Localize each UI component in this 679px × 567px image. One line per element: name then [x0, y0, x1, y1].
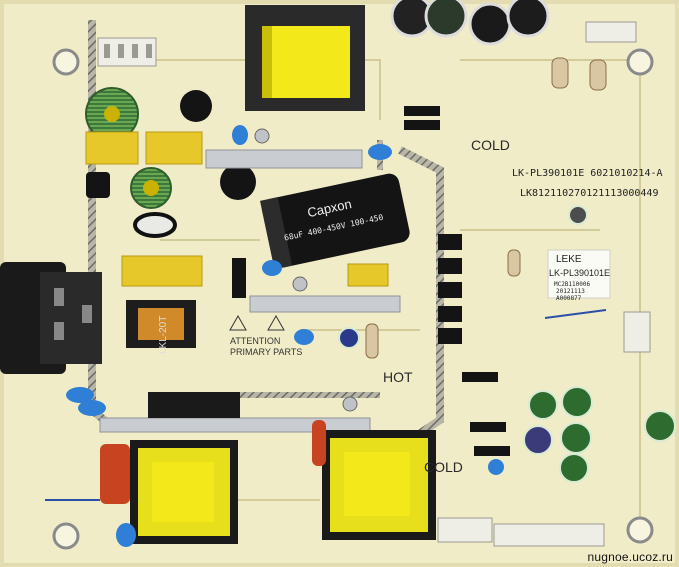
smd-ics — [438, 234, 462, 344]
electrolytic-capacitors-right — [338, 205, 676, 483]
ntc-thermistor — [133, 212, 177, 238]
inductor-lkl20t — [126, 300, 196, 348]
blue-ceramic-capacitors — [66, 125, 504, 547]
label-line2: MC2B110006 — [554, 281, 591, 288]
transformer-bottom-right — [322, 430, 436, 540]
svg-text:ATTENTION: ATTENTION — [230, 336, 280, 346]
common-mode-choke — [85, 87, 172, 209]
model-top-text: LK-PL390101E 6021010214-A — [512, 168, 663, 179]
header-connector-top-left — [97, 37, 157, 67]
cold-label-top: COLD — [471, 137, 510, 153]
heatsink-strips — [99, 149, 401, 433]
attention-warning: ATTENTION PRIMARY PARTS — [229, 314, 302, 357]
model-label-sticker — [547, 249, 611, 299]
hot-label: HOT — [383, 369, 413, 385]
resistors — [365, 57, 607, 359]
svg-text:PRIMARY PARTS: PRIMARY PARTS — [230, 347, 302, 357]
ac-inlet-connector — [0, 262, 102, 374]
black-components — [86, 90, 256, 298]
transformer-top — [245, 5, 365, 111]
cold-label-bottom: COLD — [424, 459, 463, 475]
watermark-text: nugnoe.ucoz.ru — [587, 550, 673, 564]
bulk-capacitor — [260, 173, 410, 270]
label-brand: LEKE — [556, 254, 582, 265]
label-line4: A000877 — [556, 295, 582, 302]
x-capacitors — [85, 131, 389, 287]
transformer-bottom-left — [130, 440, 238, 544]
film-capacitor — [100, 444, 130, 504]
diodes — [404, 106, 510, 456]
label-model: LK-PL390101E — [549, 268, 610, 278]
electrolytic-capacitors-top — [390, 0, 550, 46]
bridge-rectifier — [148, 392, 240, 418]
serial-text: LK812110270121113000449 — [520, 188, 658, 199]
header-connector-right — [437, 21, 651, 547]
label-line3: 20121113 — [556, 288, 585, 295]
mounting-holes — [52, 48, 654, 550]
inductor-marking: LKL-20T — [158, 316, 169, 354]
